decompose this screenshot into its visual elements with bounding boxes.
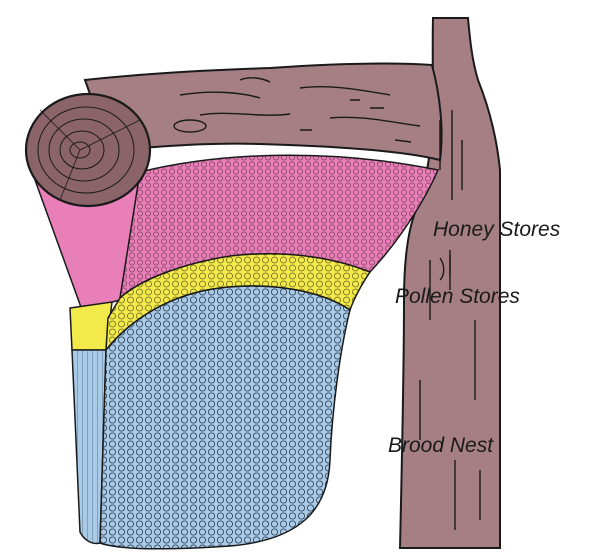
label-brood-nest: Brood Nest	[388, 434, 494, 457]
label-honey-stores: Honey Stores	[433, 218, 561, 241]
log-end	[26, 94, 150, 206]
label-pollen-stores: Pollen Stores	[395, 285, 520, 308]
comb-brood-nest	[100, 286, 350, 549]
